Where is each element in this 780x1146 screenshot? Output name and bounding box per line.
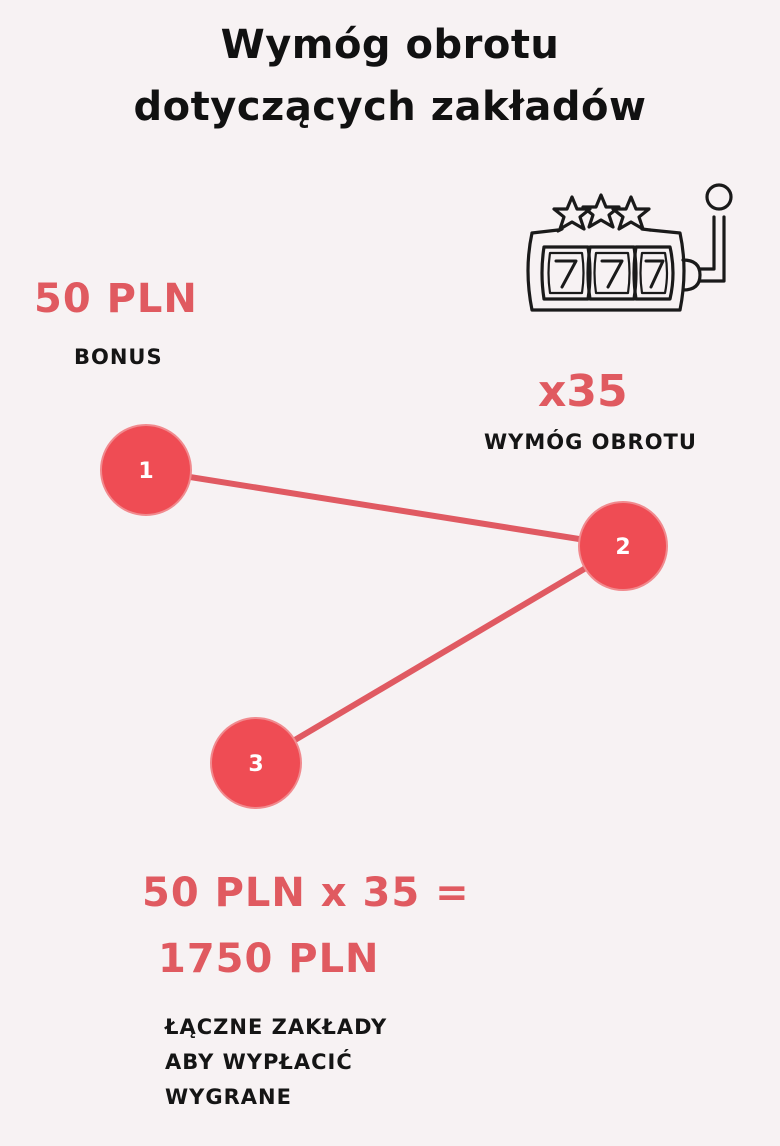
total-label-line-2: ABY WYPŁACIĆ — [165, 1050, 353, 1074]
title-line-2: dotyczących zakładów — [133, 84, 647, 130]
title-line-1: Wymóg obrotu — [220, 22, 560, 68]
star-icon — [552, 195, 592, 231]
total-wagering-label: ŁĄCZNE ZAKŁADY ABY WYPŁACIĆ WYGRANE — [165, 1010, 387, 1115]
connector-line-2-3 — [254, 543, 625, 766]
bonus-amount: 50 PLN — [34, 276, 198, 322]
step-circle-2: 2 — [578, 501, 668, 591]
step-number: 2 — [615, 535, 630, 560]
formula-result: 1750 PLN — [158, 936, 380, 982]
bonus-label: BONUS — [74, 345, 163, 369]
wagering-label: WYMÓG OBROTU — [484, 430, 697, 454]
page-title: Wymóg obrotu dotyczących zakładów — [0, 14, 780, 138]
step-number: 3 — [248, 752, 263, 777]
formula: 50 PLN x 35 = 1750 PLN — [142, 860, 470, 992]
star-icon — [581, 193, 621, 229]
connector-line-1-2 — [145, 467, 624, 549]
step-number: 1 — [138, 459, 153, 484]
total-label-line-1: ŁĄCZNE ZAKŁADY — [165, 1015, 388, 1039]
total-label-line-3: WYGRANE — [165, 1085, 292, 1109]
star-icon — [611, 195, 651, 231]
formula-line-1: 50 PLN x 35 = — [142, 870, 470, 916]
wagering-multiplier: x35 — [538, 366, 628, 417]
step-circle-3: 3 — [210, 717, 302, 809]
slot-machine-icon — [526, 183, 733, 312]
step-circle-1: 1 — [100, 424, 192, 516]
